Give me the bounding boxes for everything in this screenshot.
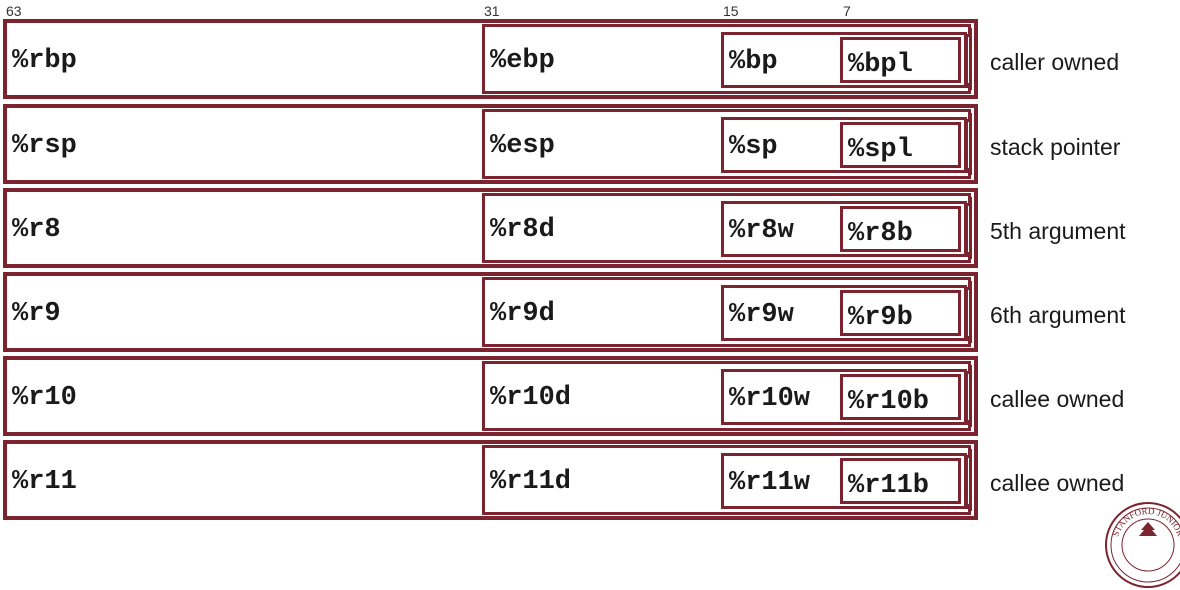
reg8-box: [840, 458, 961, 504]
reg32-box: [482, 445, 971, 515]
reg32-name: %r11d: [490, 467, 572, 497]
reg16-name: %r8w: [729, 216, 794, 246]
reg16-name: %sp: [729, 132, 778, 162]
box-rail: [966, 455, 968, 509]
reg32-name: %r10d: [490, 383, 572, 413]
reg32-name: %esp: [490, 131, 555, 161]
reg16-box: [721, 201, 967, 257]
reg64-name: %r11: [12, 467, 77, 497]
reg64-box: [4, 189, 977, 267]
reg16-name: %r9w: [729, 300, 794, 330]
reg64-name: %r8: [12, 215, 61, 245]
reg32-box: [482, 361, 971, 431]
reg8-box: [840, 37, 961, 83]
reg64-box: [4, 20, 977, 98]
bit-label-63: 63: [6, 3, 22, 19]
reg16-box: [721, 285, 967, 341]
reg8-name: %r10b: [848, 387, 930, 417]
box-rail: [966, 34, 968, 88]
box-rail: [970, 113, 972, 175]
register-role: callee owned: [990, 470, 1125, 496]
box-rail: [970, 28, 972, 90]
register-role: 6th argument: [990, 302, 1126, 328]
register-row: %rsp %esp %sp %spl: [4, 105, 977, 183]
bit-label-7: 7: [843, 3, 851, 19]
reg64-name: %rbp: [12, 46, 77, 76]
university-seal-icon: STANFORD JUNIOR: [1105, 502, 1180, 588]
reg8-box: [840, 290, 961, 336]
reg64-box: [4, 105, 977, 183]
reg64-name: %r9: [12, 299, 61, 329]
box-rail: [966, 119, 968, 173]
box-rail: [970, 281, 972, 343]
reg64-box: [4, 273, 977, 351]
bit-label-31: 31: [484, 3, 500, 19]
box-rail: [970, 449, 972, 511]
reg32-box: [482, 109, 971, 179]
reg8-name: %bpl: [848, 50, 913, 80]
reg32-box: [482, 193, 971, 263]
register-row: %r9 %r9d %r9w %r9b: [4, 273, 977, 351]
reg64-box: [4, 441, 977, 519]
reg16-box: [721, 32, 967, 88]
register-role: stack pointer: [990, 134, 1121, 160]
register-role: callee owned: [990, 386, 1125, 412]
register-row: %r10 %r10d %r10w %r10b: [4, 357, 977, 435]
box-rail: [970, 197, 972, 259]
box-rail: [966, 203, 968, 257]
bit-label-15: 15: [723, 3, 739, 19]
reg64-name: %rsp: [12, 131, 77, 161]
reg8-name: %spl: [848, 135, 913, 165]
register-role: caller owned: [990, 49, 1120, 75]
register-role: 5th argument: [990, 218, 1126, 244]
reg8-box: [840, 374, 961, 420]
reg16-name: %r10w: [729, 384, 811, 414]
reg16-box: [721, 117, 967, 173]
reg8-box: [840, 206, 961, 252]
reg32-name: %r8d: [490, 215, 555, 245]
reg32-name: %ebp: [490, 46, 555, 76]
reg64-box: [4, 357, 977, 435]
reg16-box: [721, 453, 967, 509]
reg16-box: [721, 369, 967, 425]
reg8-box: [840, 122, 961, 168]
reg32-box: [482, 24, 971, 94]
reg8-name: %r8b: [848, 219, 913, 249]
box-rail: [966, 371, 968, 425]
reg32-box: [482, 277, 971, 347]
reg64-name: %r10: [12, 383, 77, 413]
register-row: %rbp %ebp %bp %bpl: [4, 20, 977, 98]
reg16-name: %r11w: [729, 468, 811, 498]
reg8-name: %r11b: [848, 471, 930, 501]
reg32-name: %r9d: [490, 299, 555, 329]
box-rail: [970, 365, 972, 427]
reg16-name: %bp: [729, 47, 778, 77]
box-rail: [966, 287, 968, 341]
reg8-name: %r9b: [848, 303, 913, 333]
register-table: %rbp %ebp %bp %bpl caller owned %rsp %esp %sp %s…: [4, 20, 1126, 519]
register-row: %r11 %r11d %r11w %r11b: [4, 441, 977, 519]
register-row: %r8 %r8d %r8w %r8b: [4, 189, 977, 267]
